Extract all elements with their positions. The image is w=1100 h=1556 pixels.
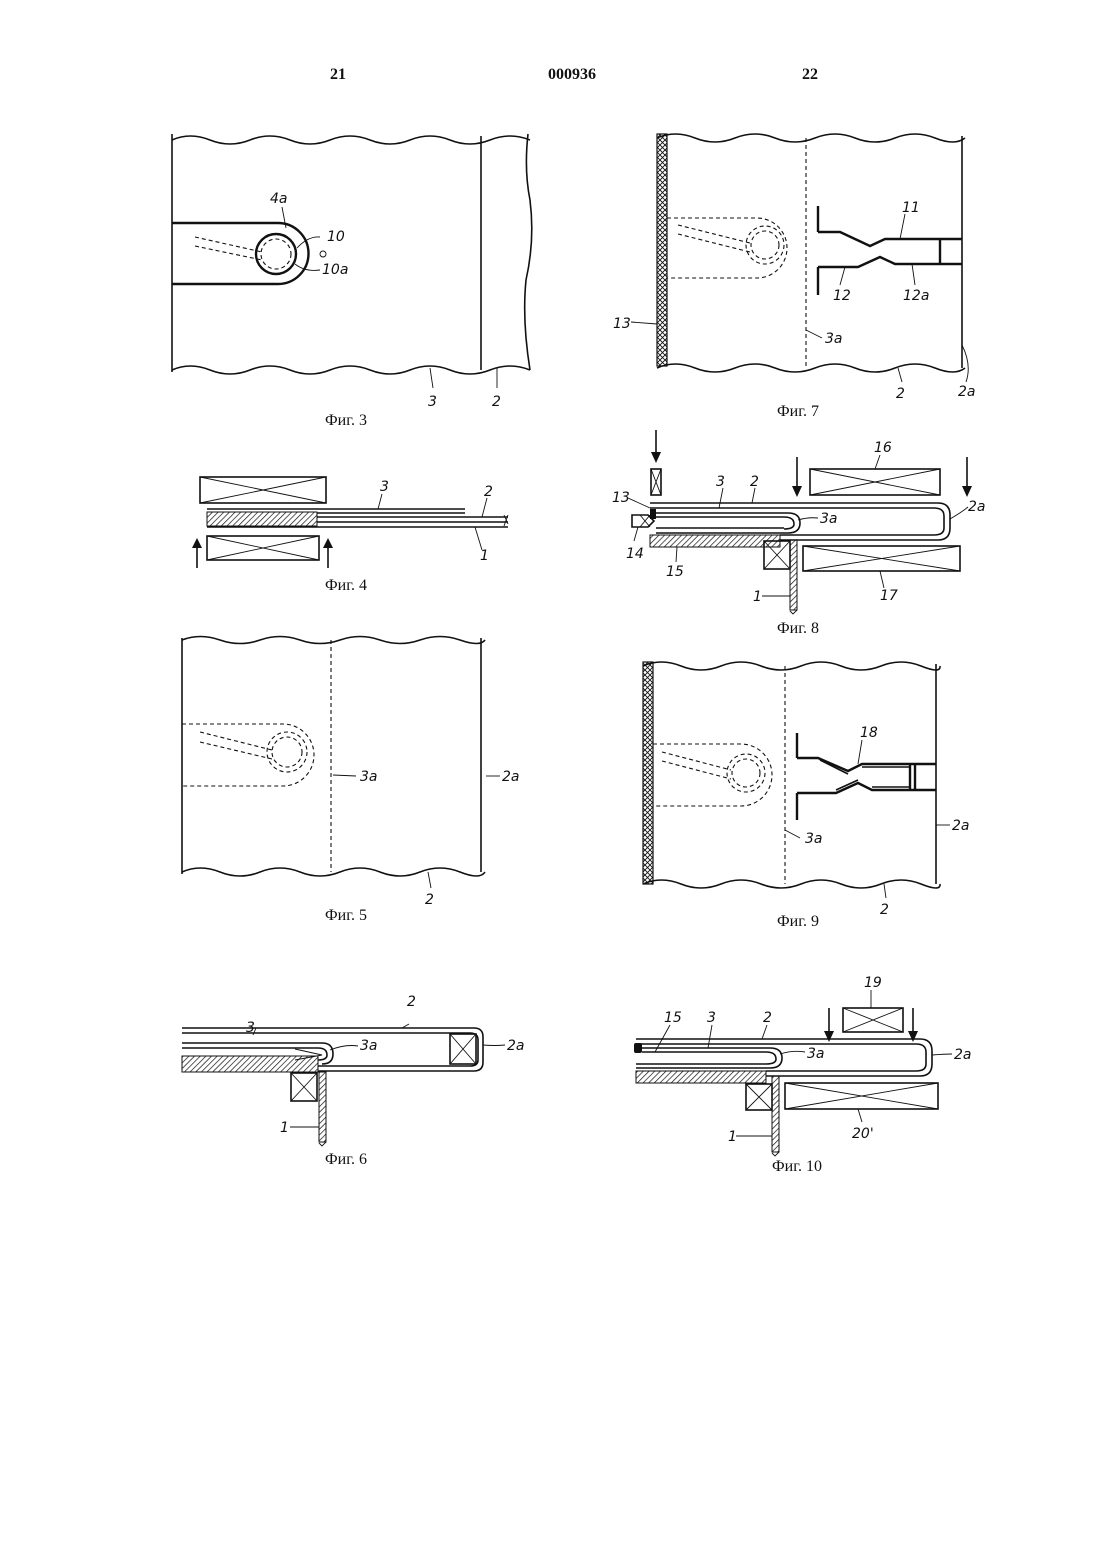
label-10: 10 (327, 229, 345, 245)
caption-fig-7: Фиг. 7 (777, 403, 819, 421)
figure-9: 18 3a 2a 2 (643, 662, 970, 918)
label-3a: 3a (820, 511, 838, 527)
label-11: 11 (902, 200, 920, 216)
label-12: 12 (833, 288, 851, 304)
label-2: 2 (763, 1010, 772, 1026)
label-15: 15 (664, 1010, 682, 1026)
label-2a: 2a (952, 818, 970, 834)
label-2a: 2a (954, 1047, 972, 1063)
label-3: 3 (380, 479, 389, 495)
figure-7: 11 12 12a 13 3a 2 2a (613, 134, 976, 402)
caption-fig-5: Фиг. 5 (325, 907, 367, 925)
caption-fig-10: Фиг. 10 (772, 1158, 822, 1176)
label-1: 1 (480, 548, 489, 564)
label-2a: 2a (502, 769, 520, 785)
label-19: 19 (864, 975, 882, 991)
label-3a: 3a (807, 1046, 825, 1062)
caption-fig-6: Фиг. 6 (325, 1151, 367, 1169)
label-2: 2 (880, 902, 889, 918)
label-2: 2 (407, 994, 416, 1010)
label-3a: 3a (825, 331, 843, 347)
label-2a: 2a (958, 384, 976, 400)
figure-6: 3 2 3a 2a 1 (182, 994, 525, 1146)
label-2: 2 (425, 892, 434, 908)
label-2a: 2a (507, 1038, 525, 1054)
figure-8: 16 13 3 2 2a 3a 14 15 1 17 (612, 430, 986, 614)
label-2: 2 (492, 394, 501, 410)
figure-10: 19 15 3 2 3a 2a 1 20' (634, 975, 972, 1156)
figure-4: 3 2 1 (192, 477, 508, 568)
caption-fig-9: Фиг. 9 (777, 913, 819, 931)
label-3a: 3a (360, 769, 378, 785)
label-3a: 3a (360, 1038, 378, 1054)
figure-3: 4a 10 10a 3 2 (172, 134, 532, 410)
caption-fig-8: Фиг. 8 (777, 620, 819, 638)
label-1: 1 (728, 1129, 737, 1145)
label-10a: 10a (322, 262, 348, 278)
label-2a: 2a (968, 499, 986, 515)
label-3: 3 (246, 1020, 255, 1036)
label-3a: 3a (805, 831, 823, 847)
figure-5: 3a 2a 2 (182, 637, 520, 909)
label-4a: 4a (270, 191, 288, 207)
label-13: 13 (613, 316, 631, 332)
label-20-prime: 20' (852, 1126, 874, 1142)
caption-fig-3: Фиг. 3 (325, 412, 367, 430)
label-15: 15 (666, 564, 684, 580)
label-3: 3 (716, 474, 725, 490)
caption-fig-4: Фиг. 4 (325, 577, 367, 595)
label-2: 2 (484, 484, 493, 500)
label-1: 1 (753, 589, 762, 605)
label-3: 3 (707, 1010, 716, 1026)
label-13: 13 (612, 490, 630, 506)
label-18: 18 (860, 725, 878, 741)
label-17: 17 (880, 588, 898, 604)
label-2: 2 (896, 386, 905, 402)
label-16: 16 (874, 440, 892, 456)
label-2: 2 (750, 474, 759, 490)
label-3: 3 (428, 394, 437, 410)
label-12a: 12a (903, 288, 929, 304)
label-14: 14 (626, 546, 644, 562)
label-1: 1 (280, 1120, 289, 1136)
